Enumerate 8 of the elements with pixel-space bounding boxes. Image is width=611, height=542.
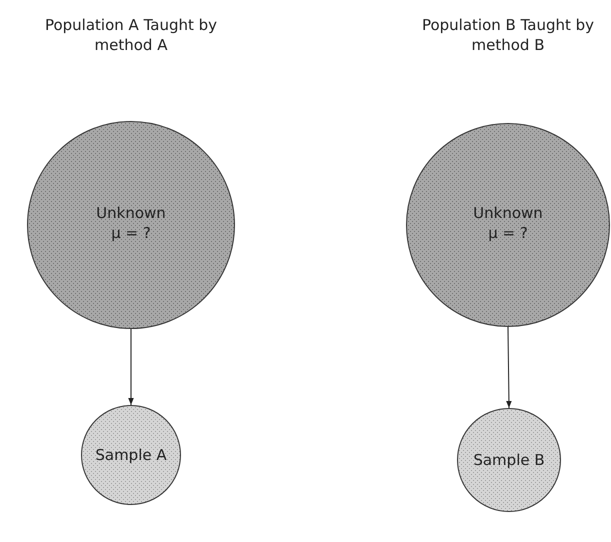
population-heading: Population B Taught by method B bbox=[420, 15, 596, 55]
arrow bbox=[506, 326, 512, 408]
sample-label: Sample B bbox=[473, 450, 545, 470]
population-heading: Population A Taught by method A bbox=[44, 15, 218, 55]
arrow bbox=[128, 328, 134, 406]
population-label: Unknown μ = ? bbox=[472, 203, 544, 243]
sample-label: Sample A bbox=[95, 445, 167, 465]
population-label: Unknown μ = ? bbox=[95, 203, 167, 243]
